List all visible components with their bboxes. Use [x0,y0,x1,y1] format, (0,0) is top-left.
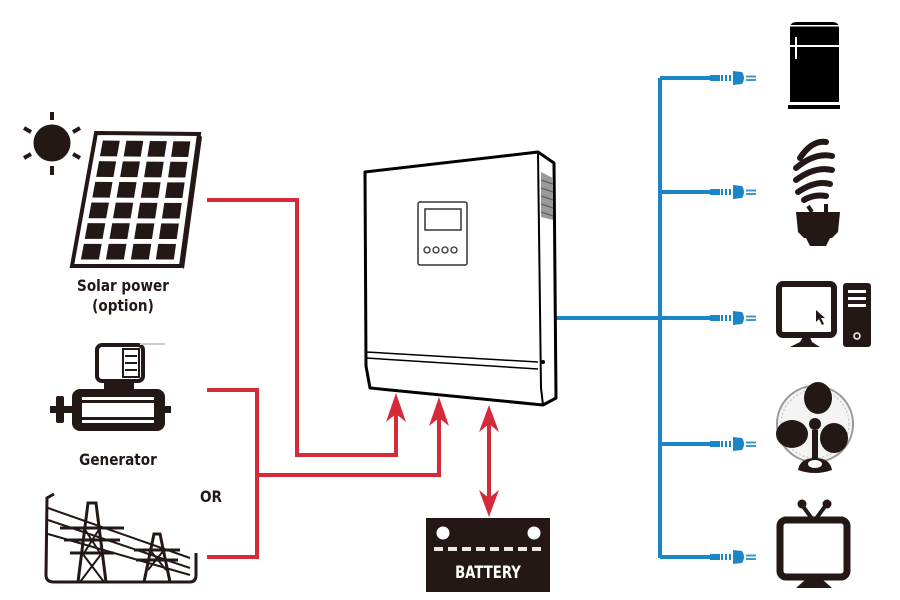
battery-dash [448,547,457,551]
solar-arrow-icon [386,393,406,422]
plug-connectors [710,71,756,564]
fan-icon [776,382,854,473]
solar-cell [134,223,155,239]
battery-label: BATTERY [455,562,522,582]
plug-connector-icon [710,185,756,199]
output-wires [556,76,712,559]
battery-dash [476,547,485,551]
solar-cell [84,223,106,239]
arrowheads [386,393,499,517]
solar-label-line2: (option) [92,297,154,315]
solar-cell [109,223,130,239]
solar-cell [88,202,109,219]
grid-arrow-icon [429,397,449,426]
generator-wire [207,388,259,559]
solar-cell [161,202,182,219]
solar-cell [144,161,164,178]
sun-icon [23,112,81,175]
generator-label: Generator [79,451,157,469]
solar-cell [137,202,158,219]
solar-cell [165,182,185,199]
battery-dash [532,547,541,551]
plug-connector-icon [710,311,756,325]
battery-dash [504,547,513,551]
solar-cell [140,182,161,198]
solar-cell [113,202,134,219]
computer-icon [776,281,871,347]
solar-cell [123,140,144,157]
plug-connector-icon [710,550,756,564]
solar-cell [99,140,120,157]
tv-icon [776,499,851,588]
solar-cell [116,181,137,198]
inverter-lcd-screen [424,208,462,231]
inverter-buttons [423,246,458,254]
solar-cell [168,161,188,178]
solar-cell [147,141,167,157]
solar-cell [171,141,191,158]
solar-wire [207,198,398,457]
generator-icon [50,343,171,431]
battery-dash [490,547,499,551]
battery-dash [434,547,443,551]
solar-cell [92,181,113,198]
solar-label-line1: Solar power [77,277,169,295]
battery-dash [518,547,527,551]
refrigerator-icon [788,22,840,109]
battery-down-arrow-icon [479,490,499,517]
input-wires [207,198,491,559]
solar-cell [130,243,152,260]
solar-cell [158,223,179,240]
solar-cell [80,243,102,260]
solar-cell [155,243,177,260]
plug-connector-icon [710,437,756,451]
battery-icon [426,518,550,592]
plug-connector-icon [710,71,756,85]
inverter-icon [363,150,558,407]
power-grid-icon [44,492,198,584]
grid-to-inverter-wire [257,410,441,477]
solar-cell [105,243,127,260]
solar-cell [120,161,140,178]
battery-dash [462,547,471,551]
battery-up-arrow-icon [479,405,499,432]
solar-cell [96,161,117,178]
solar-panel-icon [69,130,202,269]
light-bulb-icon [793,138,840,246]
or-label: OR [200,488,223,506]
